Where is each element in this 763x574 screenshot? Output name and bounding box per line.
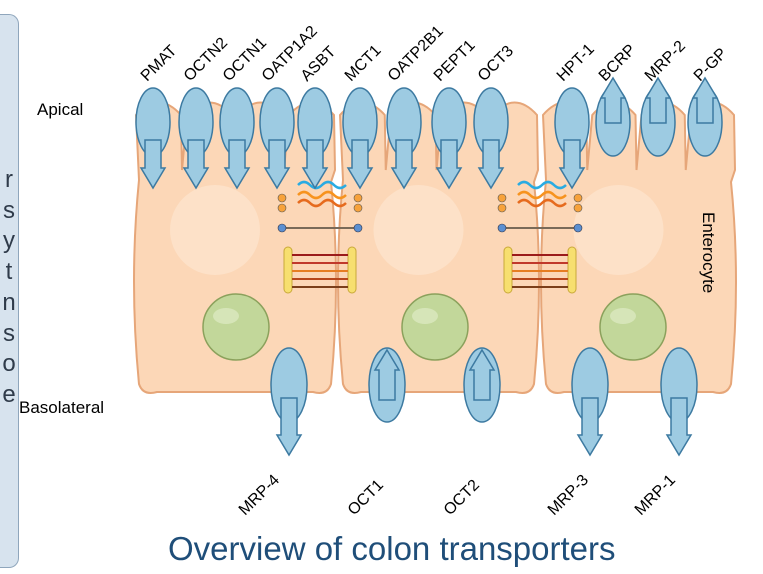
cell-highlight (574, 185, 664, 275)
junction-plaque (348, 247, 356, 293)
nucleus-highlight (412, 308, 438, 324)
arrow-shape (693, 78, 717, 123)
arrow-shape (646, 78, 670, 123)
nucleus-highlight (213, 308, 239, 324)
basolateral-label: Basolateral (19, 398, 104, 417)
junction-node (574, 224, 582, 232)
arrow-shape (601, 78, 625, 123)
cell-highlight (170, 185, 260, 275)
junction-node (574, 204, 582, 212)
transport-arrow (578, 398, 602, 455)
basolateral-transporter-label: OCT1 (345, 477, 387, 519)
apical-transporter-label: BCRP (596, 41, 639, 84)
figure-title: Overview of colon transporters (168, 530, 728, 568)
apical-transporter-label: HPT-1 (554, 41, 598, 85)
basolateral-transporter-label: MRP-4 (236, 472, 283, 519)
junction-plaque (284, 247, 292, 293)
basolateral-transporter-label: MRP-1 (632, 472, 679, 519)
enterocyte-label: Enterocyte (699, 212, 718, 293)
junction-plaque (504, 247, 512, 293)
transport-arrow (601, 78, 625, 123)
junction-node (278, 194, 286, 202)
apical-label: Apical (37, 100, 83, 119)
junction-node (498, 204, 506, 212)
apical-transporter-label: PMAT (138, 42, 181, 85)
junction-node (354, 194, 362, 202)
nucleus (402, 294, 468, 360)
transport-arrow (693, 78, 717, 123)
apical-transporter-label: P-GP (691, 45, 731, 85)
transport-arrow (277, 398, 301, 455)
apical-transporter-label: MCT1 (342, 42, 385, 85)
arrow-shape (578, 398, 602, 455)
apical-transporter-label: OCT3 (475, 43, 517, 85)
basolateral-transporter-label: MRP-3 (545, 472, 592, 519)
junction-plaque (568, 247, 576, 293)
junction-node (278, 204, 286, 212)
nucleus-highlight (610, 308, 636, 324)
junction-node (574, 194, 582, 202)
junction-node (354, 224, 362, 232)
junction-node (498, 224, 506, 232)
junction-node (498, 194, 506, 202)
nucleus (600, 294, 666, 360)
junction-node (354, 204, 362, 212)
junction-node (278, 224, 286, 232)
cell-highlight (374, 185, 464, 275)
nucleus (203, 294, 269, 360)
transport-arrow (667, 398, 691, 455)
apical-transporter-label: MRP-2 (642, 38, 689, 85)
apical-transporter-label: PEPT1 (431, 37, 479, 85)
arrow-shape (277, 398, 301, 455)
basolateral-transporter-label: OCT2 (441, 477, 483, 519)
transport-arrow (646, 78, 670, 123)
arrow-shape (667, 398, 691, 455)
